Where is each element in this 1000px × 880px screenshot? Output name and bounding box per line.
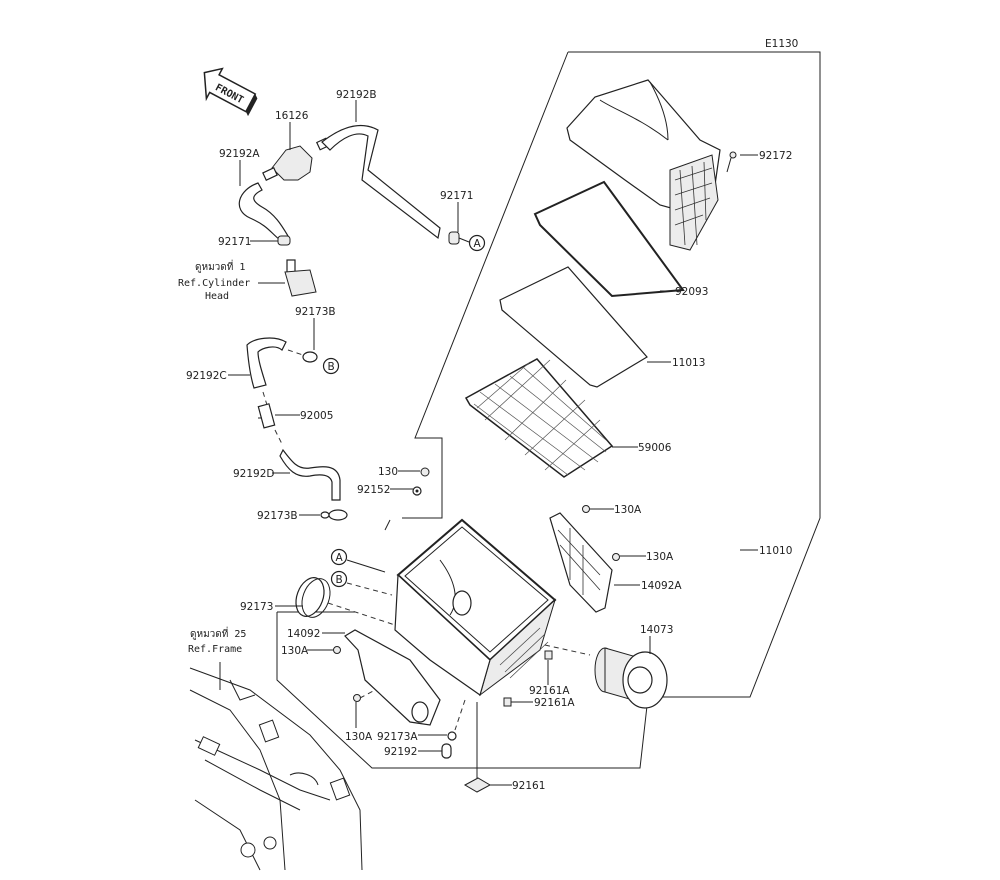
label-14092: 14092 [287,628,320,640]
clamp-92173B-bottom [320,509,348,521]
callout-a-bottom-label: A [336,552,344,564]
label-130: 130 [378,466,398,478]
hose-92192A [238,182,289,241]
front-arrow-icon: FRONT [203,67,258,117]
label-92161A-1: 92161A [529,685,570,697]
ref-cylinder-head-thai: ดูหมวดที่ 1 [195,259,245,273]
label-92171-top: 92171 [440,190,473,202]
label-92173B-bottom: 92173B [257,510,298,522]
label-14092A: 14092A [641,580,682,592]
washer-92152 [412,486,422,496]
screen-59006 [464,358,614,478]
label-92173B-top: 92173B [295,306,336,318]
label-130A-l1: 130A [281,645,309,657]
callout-a-top [468,234,486,252]
bolt-130A-r2 [612,553,620,561]
ref-frame-line1: Ref.Frame [188,644,242,655]
clamp-band-92173 [295,577,331,618]
grommet-92161A-2 [503,697,512,707]
air-cleaner-cover [566,79,721,251]
bracket-14092 [344,629,441,726]
callout-b-top [322,357,340,375]
air-cleaner-housing [394,518,557,697]
ref-frame-thai: ดูหมวดที่ 25 [190,626,246,640]
clip-92173A [447,731,457,741]
label-92172: 92172 [759,150,792,162]
frame-reference [189,667,363,871]
cylinder-head-fitting [284,259,317,297]
label-92173A: 92173A [377,731,418,743]
label-92192C: 92192C [186,370,227,382]
duct-14073 [594,647,668,709]
label-92161A-2: 92161A [534,697,575,709]
label-92192D: 92192D [233,468,275,480]
joint-92005 [257,403,276,429]
drain-tube-92192 [441,743,452,759]
label-92093: 92093 [675,286,708,298]
leader-lines [219,100,758,786]
label-59006: 59006 [638,442,672,454]
label-130A-l2: 130A [345,731,373,743]
hose-92192D [279,448,341,501]
clamp-92171-left [277,235,291,246]
bolt-130 [420,467,430,477]
callout-b-top-label: B [328,361,335,373]
callout-a-top-label: A [474,238,482,250]
hose-92192C [246,337,287,389]
label-92192A: 92192A [219,148,260,160]
ref-cylinder-head-line2: Head [205,291,229,302]
label-14073: 14073 [640,624,673,636]
callout-b-bottom-label: B [336,574,343,586]
label-92171-left: 92171 [218,236,251,248]
bracket-14092A [549,512,613,613]
valve-16126 [262,137,331,181]
label-11013: 11013 [672,357,705,369]
diagram-code: E1130 [765,38,798,50]
bolt-130A-l1 [333,646,341,654]
hose-92192B [321,124,441,240]
label-92173: 92173 [240,601,273,613]
filter-element-11013 [499,266,648,388]
clamp-92173B-top [302,351,318,363]
label-92192: 92192 [384,746,417,758]
label-92005: 92005 [300,410,333,422]
bolt-130A-r1 [582,505,590,513]
label-130A-r2: 130A [646,551,674,563]
label-92152: 92152 [357,484,390,496]
callout-a-bottom [330,548,348,566]
gasket-92093 [533,180,685,298]
label-11010: 11010 [759,545,792,557]
pad-92161 [463,777,492,793]
label-92192B: 92192B [336,89,377,101]
screw-92172 [726,151,737,173]
label-92161: 92161 [512,780,545,792]
label-16126: 16126 [275,110,309,122]
grommet-92161A-1 [544,650,553,660]
label-130A-r1: 130A [614,504,642,516]
bolt-130A-l2 [353,694,361,702]
callout-b-bottom [330,570,348,588]
ref-cylinder-head-line1: Ref.Cylinder [178,278,250,289]
clamp-92171-top [448,231,460,245]
